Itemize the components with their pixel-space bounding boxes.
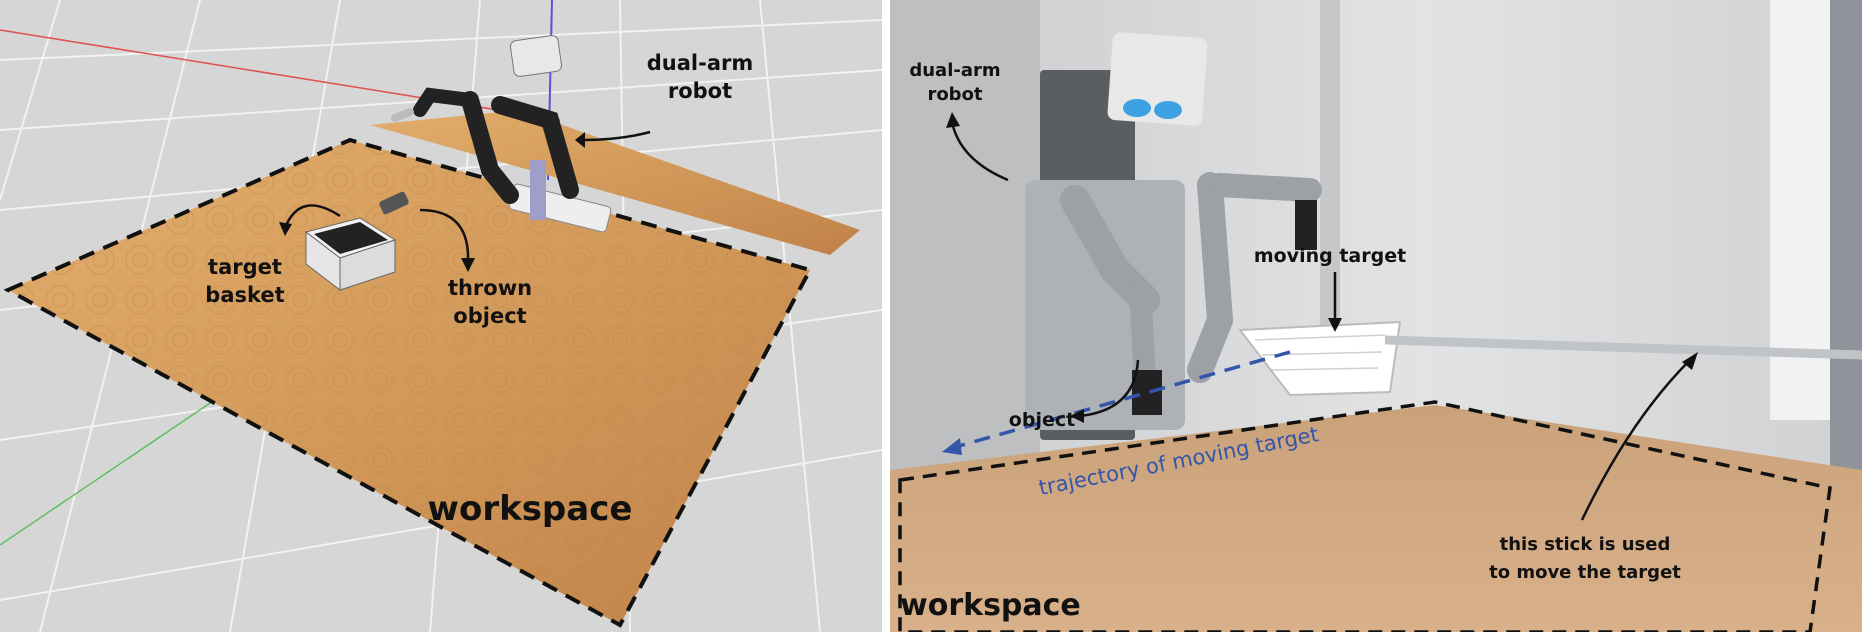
label-workspace-real: workspace	[900, 588, 1081, 623]
label-dual-arm-robot-line1-real: dual-arm	[909, 60, 1000, 81]
arrow-to-real-robot	[950, 121, 1009, 182]
label-object: object	[1009, 409, 1075, 431]
simulation-panel: dual-arm robot target basket thrown obje…	[0, 0, 882, 632]
arrow-to-robot	[582, 130, 651, 142]
real-scene: dual-arm robot moving target object traj…	[890, 0, 1862, 632]
real-world-panel: dual-arm robot moving target object traj…	[890, 0, 1862, 632]
table-surface	[890, 405, 1862, 632]
label-moving-target: moving target	[1254, 245, 1406, 267]
left-wall	[890, 0, 1040, 470]
sim-thrown-object	[379, 191, 409, 215]
real-robot	[1025, 32, 1322, 440]
arrow-to-object	[419, 208, 470, 263]
label-dual-arm-robot-line1: dual-arm	[647, 51, 753, 75]
label-dual-arm-robot-line2: robot	[668, 79, 732, 103]
arrow-to-basket	[283, 204, 341, 229]
label-stick-line2: to move the target	[1489, 562, 1681, 583]
label-thrown-object-line1: thrown	[448, 276, 532, 300]
workspace-outline-real	[898, 400, 1832, 632]
label-stick-line1: this stick is used	[1500, 534, 1671, 555]
label-dual-arm-robot-line2-real: robot	[927, 84, 982, 105]
real-moving-target-basket	[1238, 320, 1402, 397]
doorway	[1830, 0, 1862, 470]
real-stick	[1384, 335, 1862, 360]
sim-target-basket	[304, 217, 397, 292]
label-target-basket-line1: target	[208, 255, 282, 279]
label-target-basket-line2: basket	[205, 283, 284, 307]
label-thrown-object-line2: object	[453, 304, 526, 328]
sim-robot	[391, 35, 612, 233]
simulation-scene: dual-arm robot target basket thrown obje…	[0, 0, 882, 632]
arrow-to-object-real	[1079, 359, 1140, 418]
label-workspace-sim: workspace	[428, 489, 633, 529]
trajectory-arrow	[951, 350, 1291, 450]
workspace-outline	[3, 137, 813, 628]
arrow-to-stick	[1580, 359, 1691, 521]
